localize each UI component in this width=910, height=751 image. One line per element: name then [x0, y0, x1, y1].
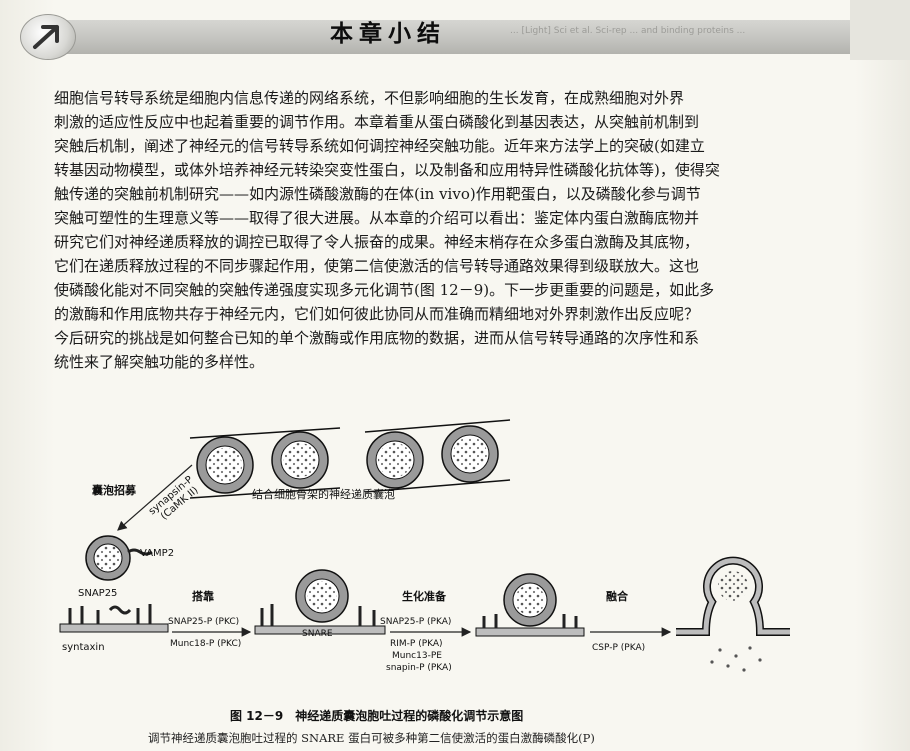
fused-vesicle — [676, 556, 790, 672]
recruit-label: 囊泡招募 — [91, 483, 137, 497]
primed-vesicle — [475, 573, 585, 637]
paragraph-line: 刺激的适应性反应中也起着重要的调节作用。本章着重从蛋白磷酸化到基因表达，从突触前… — [54, 113, 700, 131]
header-bar — [60, 20, 860, 54]
figure-subcaption: 调节神经递质囊泡胞吐过程的 SNARE 蛋白可被多种第二信使激活的蛋白激酶磷酸化… — [148, 731, 595, 745]
cytoskeleton-vesicle-label: 结合细胞骨架的神经递质囊泡 — [252, 487, 395, 501]
docked-vesicle — [254, 569, 386, 635]
paragraph-line: 突触后机制，阐述了神经元的信号转导系统如何调控神经突触功能。近年来方法学上的突破… — [54, 137, 705, 155]
paragraph-line: 触传递的突触前机制研究——如内源性磷酸激酶的在体(in vivo)作用靶蛋白，以… — [54, 185, 701, 203]
page-edge — [850, 0, 910, 60]
docking-label: 搭靠 — [192, 589, 214, 603]
free-vesicle — [85, 535, 153, 581]
syntaxin-label: syntaxin — [62, 642, 105, 653]
membrane-syntaxin — [59, 604, 169, 633]
recruit-arrow — [117, 464, 193, 531]
paragraph-line: 研究它们对神经递质释放的调控已取得了令人振奋的成果。神经末梢存在众多蛋白激酶及其… — [54, 233, 700, 251]
fusion-label: 融合 — [606, 589, 629, 603]
exocytosis-diagram: 结合细胞骨架的神经递质囊泡 囊泡招募 synapsin-P (CaMK II) … — [40, 410, 840, 710]
bleed-through-text: ... [Light] Sci et al. Sci-rep ... and b… — [510, 26, 746, 36]
munc13-label: Munc13-PE — [392, 651, 442, 661]
paragraph-line: 统性来了解突触功能的多样性。 — [54, 353, 265, 371]
paragraph-line: 今后研究的挑战是如何整合已知的单个激酶或作用底物的数据，进而从信号转导通路的次序… — [54, 329, 700, 347]
cytoskeleton-vesicle-1 — [189, 427, 341, 499]
csp-pka-label: CSP-P (PKA) — [592, 643, 645, 653]
vamp2-label: VAMP2 — [140, 548, 174, 559]
rim-pka-label: RIM-P (PKA) — [390, 639, 443, 649]
chapter-header: 本章小结 ... [Light] Sci et al. Sci-rep ... … — [20, 4, 860, 60]
paragraph-line: 使磷酸化能对不同突触的突触传递强度实现多元化调节(图 12－9)。下一步更重要的… — [54, 281, 715, 299]
paragraph-line: 细胞信号转导系统是细胞内信息传递的网络系统，不但影响细胞的生长发育，在成熟细胞对… — [54, 89, 685, 107]
summary-paragraph: 细胞信号转导系统是细胞内信息传递的网络系统，不但影响细胞的生长发育，在成熟细胞对… — [54, 86, 806, 374]
priming-label: 生化准备 — [402, 589, 447, 603]
snap25-pkc-label: SNAP25-P (PKC) — [168, 617, 239, 627]
snap25-label: SNAP25 — [78, 588, 117, 599]
arrow-icon — [20, 14, 76, 60]
figure-caption: 图 12－9 神经递质囊泡胞吐过程的磷酸化调节示意图 — [230, 709, 524, 723]
cytoskeleton-vesicle-2 — [364, 419, 511, 493]
paragraph-line: 突触可塑性的生理意义等——取得了很大进展。从本章的介绍可以看出：鉴定体内蛋白激酶… — [54, 209, 700, 227]
paragraph-line: 它们在递质释放过程的不同步骤起作用，使第二信使激活的信号转导通路效果得到级联放大… — [54, 257, 700, 275]
snare-label: SNARE — [302, 629, 333, 639]
paragraph-line: 转基因动物模型，或体外培养神经元转染突变性蛋白，以及制备和应用特异性磷酸化抗体等… — [54, 161, 720, 179]
snap25-pka-label: SNAP25-P (PKA) — [380, 617, 451, 627]
chapter-summary-title: 本章小结 — [330, 21, 446, 47]
paragraph-line: 的激酶和作用底物共存于神经元内，它们如何彼此协同从而准确而精细地对外界刺激作出反… — [54, 305, 700, 323]
snapin-pka-label: snapin-P (PKA) — [386, 663, 452, 673]
munc18-pkc-label: Munc18-P (PKC) — [170, 639, 241, 649]
